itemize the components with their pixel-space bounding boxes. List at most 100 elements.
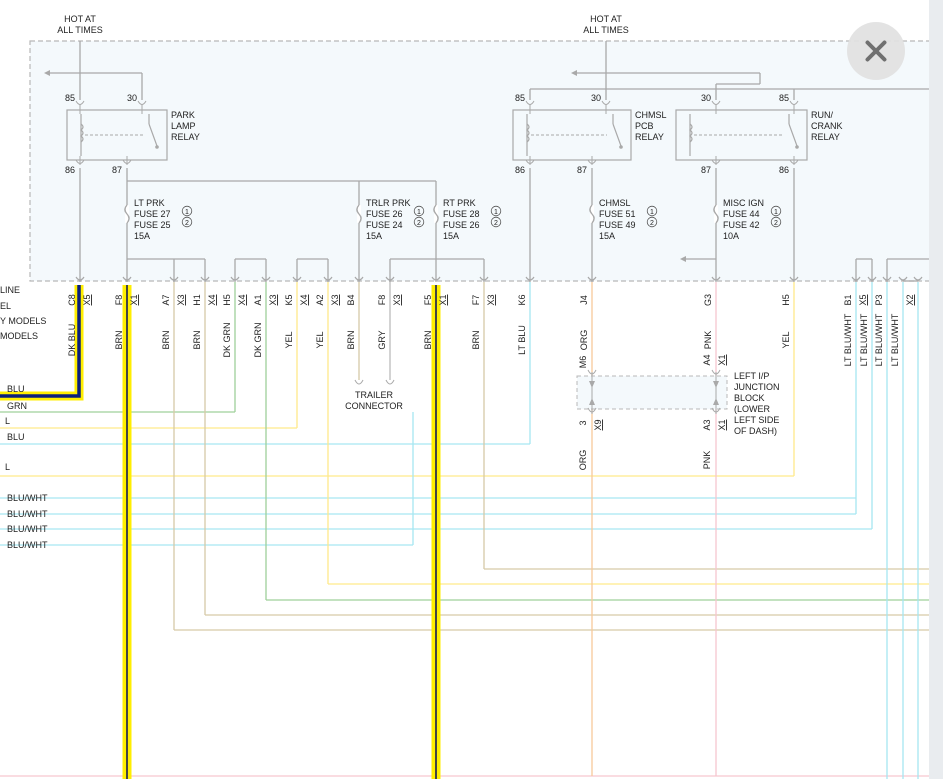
hot-at-all-times-label-right-2: ALL TIMES — [583, 25, 629, 35]
model-marker: 1 — [774, 209, 778, 216]
left-note: LINE — [0, 285, 20, 295]
trailer-connector-label-2: CONNECTOR — [345, 401, 403, 411]
model-marker: 1 — [417, 209, 421, 216]
connector-id: X3 — [392, 294, 402, 305]
hot-at-all-times-label-right: HOT AT — [590, 14, 622, 24]
junction-connector: X1 — [717, 354, 727, 365]
connector-id: X2 — [905, 294, 915, 305]
junction-connector: X9 — [593, 419, 603, 430]
relay-pin-number: 86 — [515, 165, 525, 175]
connector-id: X4 — [207, 294, 217, 305]
cavity-number: K6 — [517, 294, 527, 305]
left-wire-label: BLU/WHT — [7, 524, 48, 534]
junction-label: LEFT SIDE — [734, 415, 779, 425]
fuse-label: FUSE 26 — [366, 209, 403, 219]
wire-color: BRN — [423, 330, 433, 349]
junction-pin: A4 — [702, 354, 712, 365]
fuse-label: FUSE 26 — [443, 220, 480, 230]
cavity-number: J4 — [579, 295, 589, 305]
wire-color: LT BLU/WHT — [890, 313, 900, 366]
fuse-label: FUSE 27 — [134, 209, 171, 219]
model-marker: 2 — [650, 220, 654, 227]
relay-pin-number: 85 — [65, 93, 75, 103]
wire-color: ORG — [579, 330, 589, 351]
cavity-number: H1 — [192, 294, 202, 306]
close-button[interactable] — [847, 22, 905, 80]
model-marker: 1 — [185, 209, 189, 216]
wire-color: LT BLU/WHT — [843, 313, 853, 366]
left-ip-junction-block: LEFT I/P JUNCTION BLOCK (LOWER LEFT SIDE… — [576, 354, 780, 471]
wire-color: YEL — [284, 331, 294, 348]
relay-pin-number: 30 — [127, 93, 137, 103]
junction-label: OF DASH) — [734, 426, 777, 436]
cavity-number: B1 — [843, 294, 853, 305]
fuse-block-boundary — [29, 40, 929, 282]
relay-label: RUN/ — [811, 110, 833, 120]
highlighted-circuits — [0, 285, 441, 779]
cavity-number: P3 — [874, 294, 884, 305]
cavity-number: F8 — [377, 295, 387, 306]
hot-at-all-times-label-left: HOT AT — [64, 14, 96, 24]
viewer-scroll-strip[interactable] — [929, 0, 943, 779]
model-marker: 2 — [417, 220, 421, 227]
left-notes: LINE EL Y MODELS MODELS — [0, 285, 46, 341]
fuse-label: CHMSL — [599, 198, 631, 208]
relay-label: CRANK — [811, 121, 843, 131]
trailer-connector-label: TRAILER — [355, 390, 394, 400]
trailer-connector: TRAILER CONNECTOR — [345, 379, 403, 411]
wire-color: YEL — [315, 331, 325, 348]
fuse-label: 10A — [723, 231, 739, 241]
connector-id: X1 — [438, 294, 448, 305]
fuse-label: FUSE 28 — [443, 209, 480, 219]
junction-label: (LOWER — [734, 404, 771, 414]
model-marker: 2 — [774, 220, 778, 227]
fuse-label: 15A — [366, 231, 382, 241]
fuse-label: MISC IGN — [723, 198, 764, 208]
relay-label: RELAY — [171, 132, 200, 142]
connector-id: X3 — [268, 294, 278, 305]
left-note: MODELS — [0, 331, 38, 341]
wire-color: BRN — [346, 330, 356, 349]
fuse-label: 15A — [134, 231, 150, 241]
connector-id: X4 — [299, 294, 309, 305]
left-wire-label: BLU — [7, 384, 25, 394]
cavity-number: H5 — [222, 294, 232, 306]
junction-wire-color: ORG — [578, 450, 588, 471]
connector-id: X5 — [82, 294, 92, 305]
wire-color: BRN — [114, 330, 124, 349]
pin-label-16: B1 X5 LT BLU/WHT — [843, 294, 868, 366]
wire-color: YEL — [781, 331, 791, 348]
cavity-number: A2 — [315, 294, 325, 305]
pin-label-19: X2 LT BLU/WHT — [890, 294, 915, 366]
cavity-number: G3 — [703, 294, 713, 306]
left-wire-label: GRN — [7, 401, 27, 411]
model-marker: 1 — [494, 209, 498, 216]
relay-label: RELAY — [811, 132, 840, 142]
left-wire-label: BLU/WHT — [7, 540, 48, 550]
model-marker: 2 — [494, 220, 498, 227]
connector-id: X5 — [858, 294, 868, 305]
fuse-label: FUSE 51 — [599, 209, 636, 219]
left-wire-label: L — [5, 416, 10, 426]
junction-pin: M6 — [578, 356, 588, 369]
